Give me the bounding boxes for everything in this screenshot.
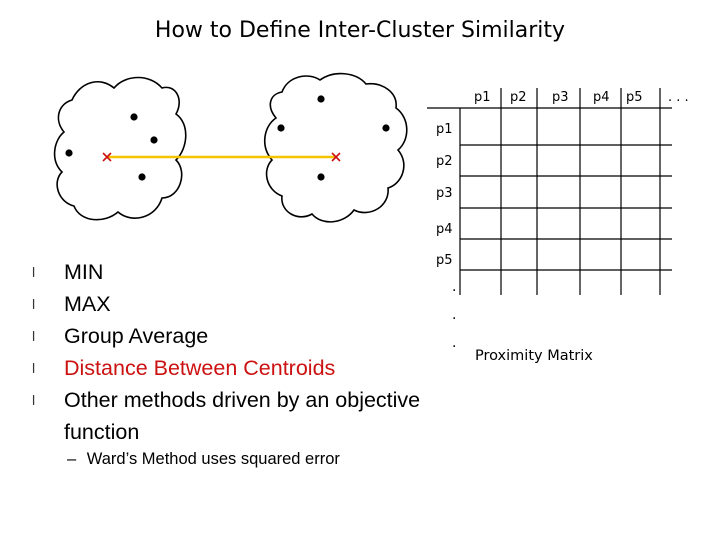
method-label: Other methods driven by an objective — [64, 388, 421, 412]
matrix-row-header: p5 — [436, 253, 453, 268]
cluster-left-points — [65, 113, 158, 181]
method-label: Distance Between Centroids — [64, 356, 336, 380]
bullet-marker: l — [32, 328, 36, 344]
proximity-matrix-caption: Proximity Matrix — [475, 348, 593, 364]
cluster-right-outline — [264, 72, 408, 223]
method-item-continuation: function — [30, 416, 420, 448]
sub-bullet-marker: – — [67, 450, 77, 468]
matrix-row-header: p2 — [436, 154, 453, 169]
method-item: l MAX — [30, 288, 420, 320]
method-label-continuation: function — [64, 420, 140, 444]
matrix-row-ellipsis-dot: . — [452, 307, 457, 323]
matrix-row-ellipsis-dot: . — [452, 279, 457, 295]
matrix-col-header: p4 — [593, 90, 610, 105]
method-item: l Group Average — [30, 320, 420, 352]
method-item: l Other methods driven by an objective — [30, 384, 420, 416]
matrix-row-header: p4 — [436, 222, 453, 237]
bullet-marker: l — [32, 264, 36, 280]
sub-method-label: Ward’s Method uses squared error — [86, 450, 340, 468]
method-list: l MIN l MAX l Group Average l Distance B… — [30, 256, 420, 448]
cluster-left-outline — [53, 76, 187, 221]
bullet-marker: l — [32, 392, 36, 408]
method-item: l MIN — [30, 256, 420, 288]
cluster-right-points — [277, 95, 390, 181]
method-label: MIN — [64, 260, 104, 284]
sub-method-item: – Ward’s Method uses squared error — [67, 450, 340, 469]
bullet-marker: l — [32, 296, 36, 312]
bullet-marker: l — [32, 360, 36, 376]
matrix-col-ellipsis: . . . — [668, 90, 689, 105]
matrix-col-header: p5 — [626, 90, 643, 105]
matrix-row-header: p1 — [436, 122, 453, 137]
method-label: MAX — [64, 292, 111, 316]
centroid-right-mark — [331, 152, 341, 162]
matrix-row-header: p3 — [436, 186, 453, 201]
matrix-col-header: p1 — [474, 90, 491, 105]
slide-title: How to Define Inter-Cluster Similarity — [154, 18, 566, 43]
matrix-row-ellipsis-dot: . — [452, 335, 457, 351]
method-label: Group Average — [64, 324, 209, 348]
method-item-highlighted: l Distance Between Centroids — [30, 352, 420, 384]
centroid-left-mark — [102, 152, 112, 162]
proximity-matrix-grid — [427, 88, 672, 295]
matrix-col-header: p3 — [552, 90, 569, 105]
matrix-col-header: p2 — [510, 90, 527, 105]
